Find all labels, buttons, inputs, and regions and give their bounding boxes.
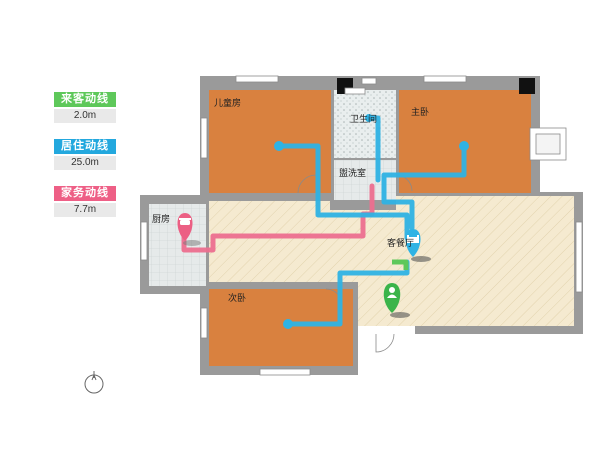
label-master-bedroom: 主卧 bbox=[411, 106, 429, 117]
legend-visitor-label: 来客动线 bbox=[54, 92, 116, 107]
label-laundry: 盥洗室 bbox=[339, 167, 366, 178]
visitor-route bbox=[392, 259, 409, 270]
windows bbox=[140, 75, 583, 376]
room-bathroom bbox=[334, 90, 396, 158]
route-start-child bbox=[274, 141, 284, 151]
legend-living-label: 居住动线 bbox=[54, 139, 116, 154]
doors bbox=[297, 77, 413, 353]
label-kitchen: 厨房 bbox=[152, 213, 170, 224]
legend-visitor: 来客动线 2.0m bbox=[54, 92, 116, 123]
legend-housework-label: 家务动线 bbox=[54, 186, 116, 201]
room-laundry bbox=[334, 160, 396, 200]
legend-housework-value: 7.7m bbox=[54, 203, 116, 217]
person-pin-icon bbox=[383, 283, 410, 318]
legend-living-value: 25.0m bbox=[54, 156, 116, 170]
compass-icon bbox=[84, 371, 104, 394]
legend-visitor-value: 2.0m bbox=[54, 109, 116, 123]
pot-pin-icon bbox=[177, 213, 201, 246]
legend-living: 居住动线 25.0m bbox=[54, 139, 116, 170]
label-child-bedroom: 儿童房 bbox=[214, 97, 241, 108]
duct-block-right bbox=[519, 78, 535, 94]
route-start-master bbox=[459, 141, 469, 151]
route-start-second bbox=[283, 319, 293, 329]
room-second-bedroom bbox=[209, 289, 353, 366]
route-start-bath bbox=[365, 114, 373, 122]
label-living-dining: 客餐厅 bbox=[387, 237, 414, 248]
sofa-pin-icon bbox=[405, 229, 431, 262]
room-living-dining bbox=[209, 196, 574, 326]
label-second-bedroom: 次卧 bbox=[228, 292, 246, 303]
legend-housework: 家务动线 7.7m bbox=[54, 186, 116, 217]
label-bathroom: 卫生间 bbox=[350, 113, 377, 124]
